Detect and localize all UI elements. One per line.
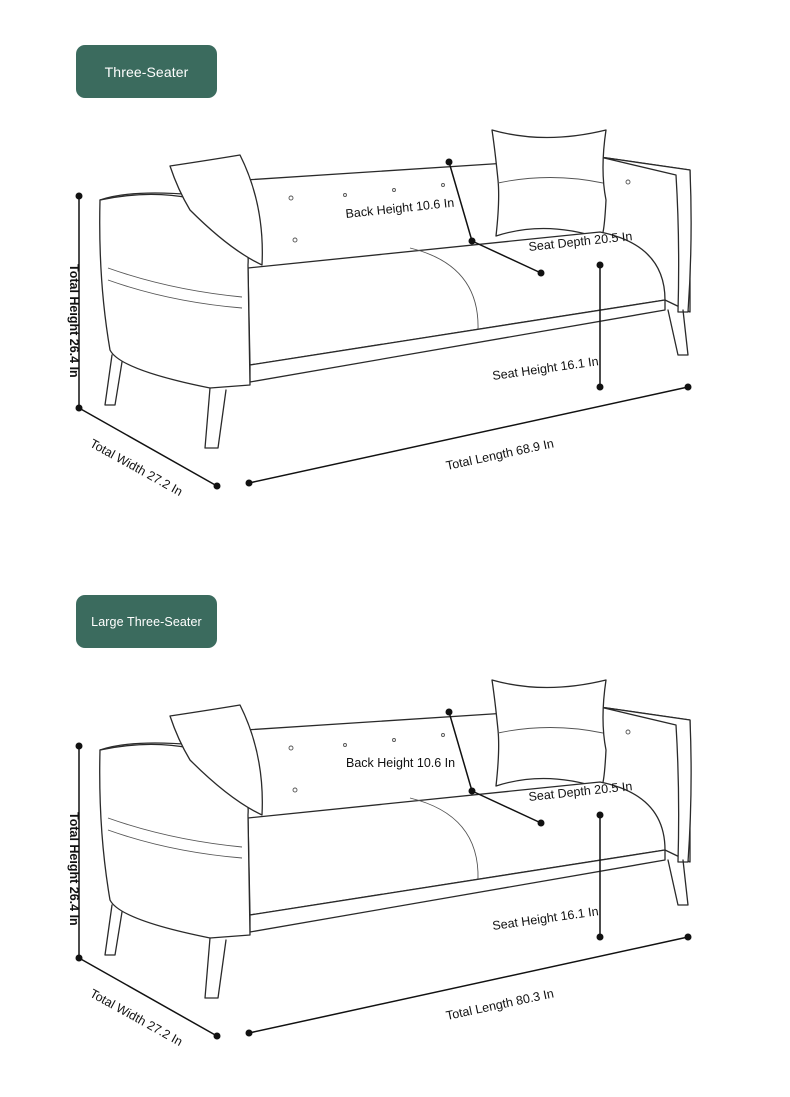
total-length-label: Total Length 68.9 In [445, 436, 555, 473]
dimension-lines [75, 708, 692, 1040]
sofa-dimension-diagram: Back Height 10.6 In Seat Depth 20.5 In S… [67, 679, 692, 1049]
total-height-label: Total Height 26.4 In [67, 812, 81, 926]
sofa-drawing [99, 679, 692, 999]
sofa-drawing [99, 129, 692, 449]
size-badge[interactable]: Three-Seater [76, 45, 217, 98]
back-height-label: Back Height 10.6 In [346, 756, 455, 770]
seat-height-label: Seat Height 16.1 In [491, 904, 599, 933]
dimension-lines [75, 158, 692, 490]
total-height-label: Total Height 26.4 In [67, 264, 81, 378]
sofa-section-three-seater: Three-Seater [0, 0, 790, 547]
total-width-label: Total Width 27.2 In [88, 986, 185, 1048]
size-badge[interactable]: Large Three-Seater [76, 595, 217, 648]
total-length-label: Total Length 80.3 In [445, 986, 555, 1023]
sofa-dimension-diagram: Back Height 10.6 In Seat Depth 20.5 In S… [67, 129, 692, 499]
sofa-section-large-three-seater: Large Three-Seater [0, 550, 790, 1097]
seat-height-label: Seat Height 16.1 In [491, 354, 599, 383]
total-width-label: Total Width 27.2 In [88, 436, 185, 498]
